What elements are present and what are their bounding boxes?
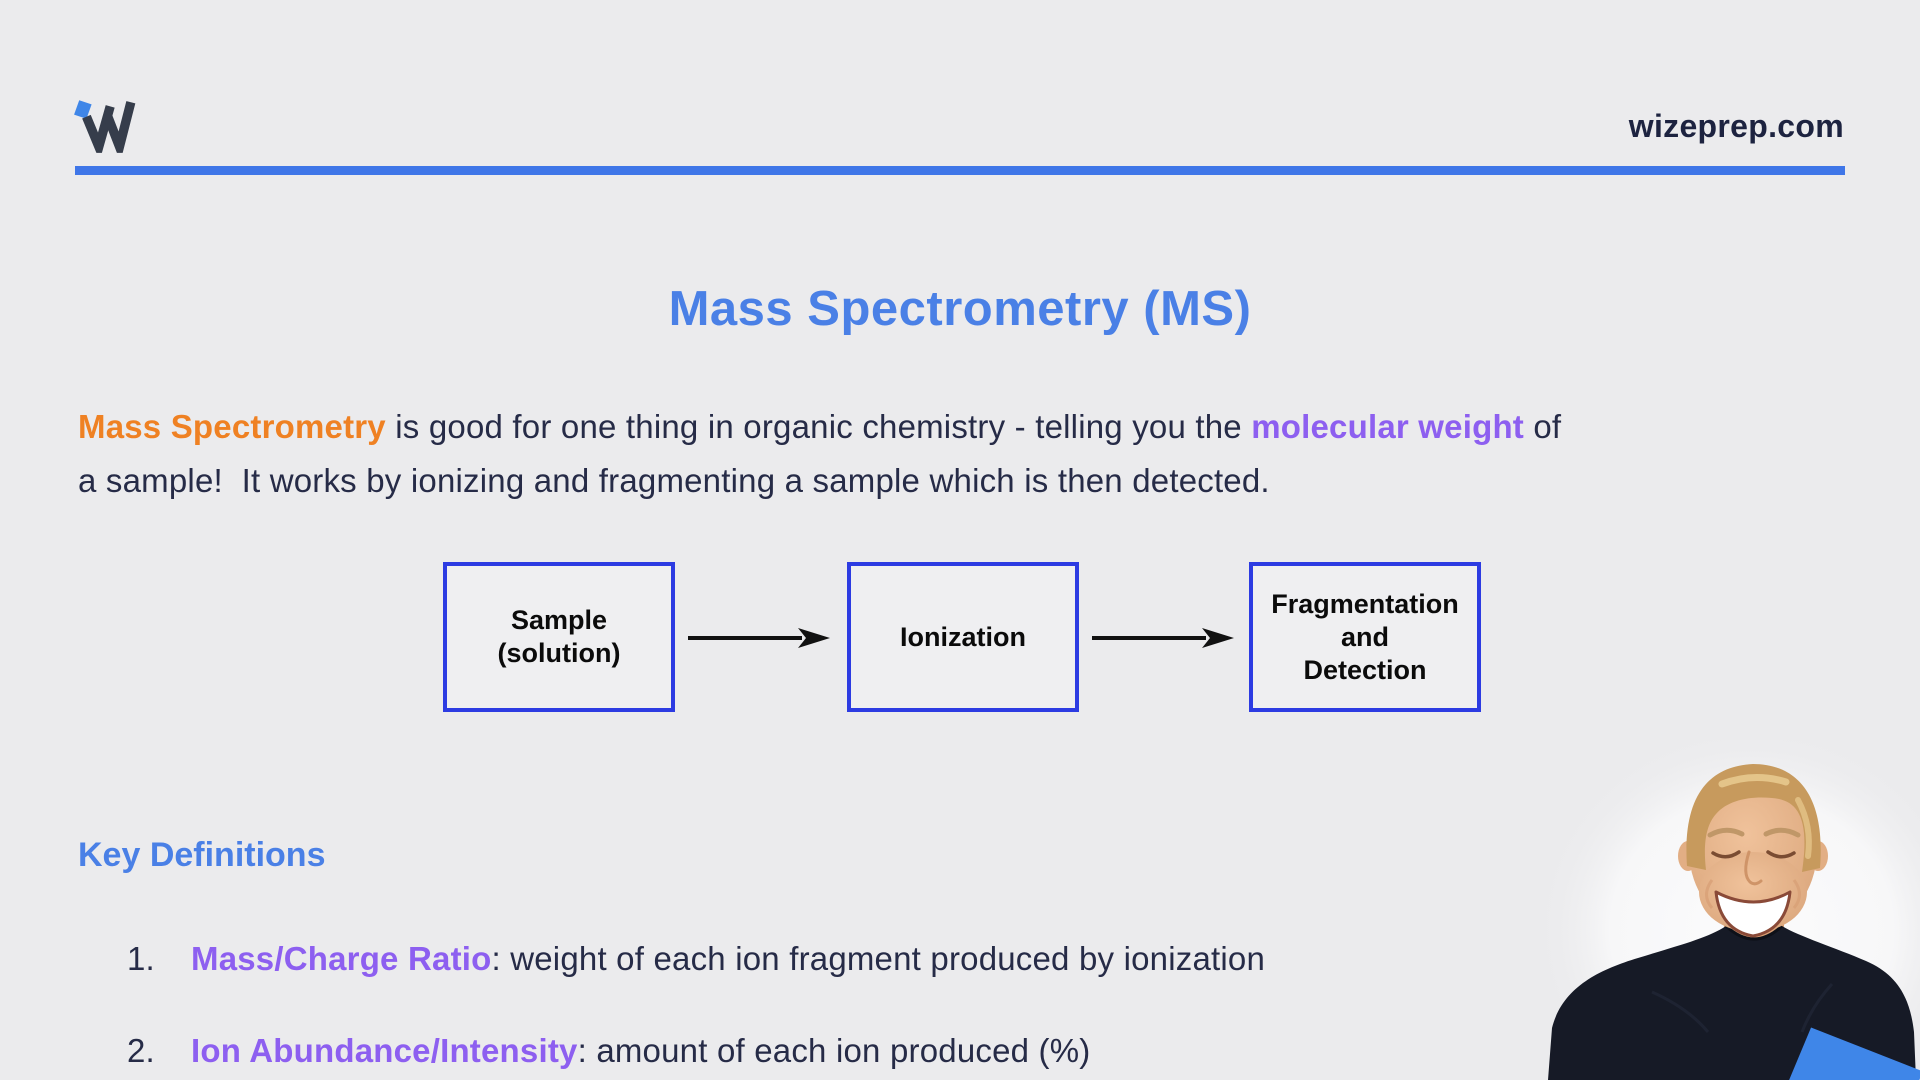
flow-box-sample: Sample (solution): [443, 562, 675, 712]
definition-text: : amount of each ion produced (%): [577, 1032, 1091, 1069]
intro-paragraph: Mass Spectrometry is good for one thing …: [78, 400, 1561, 508]
definition-item-ion-abundance: 2. Ion Abundance/Intensity: amount of eac…: [127, 1032, 1090, 1070]
page-title: Mass Spectrometry (MS): [668, 282, 1252, 336]
intro-text: of: [1524, 408, 1562, 445]
definition-item-mass-charge: 1. Mass/Charge Ratio: weight of each ion …: [127, 940, 1265, 978]
list-number: 1.: [127, 940, 155, 977]
definition-term: Ion Abundance/Intensity: [191, 1032, 578, 1069]
definition-term: Mass/Charge Ratio: [191, 940, 492, 977]
wizeprep-logo-icon: [72, 99, 136, 153]
flow-box-fragmentation-label: Fragmentation and Detection: [1271, 588, 1459, 685]
flow-box-sample-label: Sample (solution): [497, 605, 621, 668]
site-label: wizeprep.com: [1628, 108, 1844, 144]
flow-arrow-icon: [688, 628, 830, 648]
intro-line-1: Mass Spectrometry is good for one thing …: [78, 400, 1561, 454]
list-number: 2.: [127, 1032, 155, 1069]
flow-box-ionization-label: Ionization: [900, 621, 1026, 652]
presenter-hair: [1686, 764, 1821, 872]
header-divider: [75, 166, 1845, 175]
highlight-molecular-weight: molecular weight: [1251, 408, 1524, 445]
intro-line-2: a sample! It works by ionizing and fragm…: [78, 462, 1270, 499]
definition-text: : weight of each ion fragment produced b…: [491, 940, 1266, 977]
presenter-image: [1540, 740, 1920, 1080]
highlight-mass-spectrometry: Mass Spectrometry: [78, 408, 386, 445]
key-definitions-heading: Key Definitions: [78, 836, 326, 874]
flow-box-ionization: Ionization: [847, 562, 1079, 712]
intro-text: is good for one thing in organic chemist…: [385, 408, 1252, 445]
flow-arrow-icon: [1092, 628, 1234, 648]
flow-box-fragmentation-detection: Fragmentation and Detection: [1249, 562, 1481, 712]
